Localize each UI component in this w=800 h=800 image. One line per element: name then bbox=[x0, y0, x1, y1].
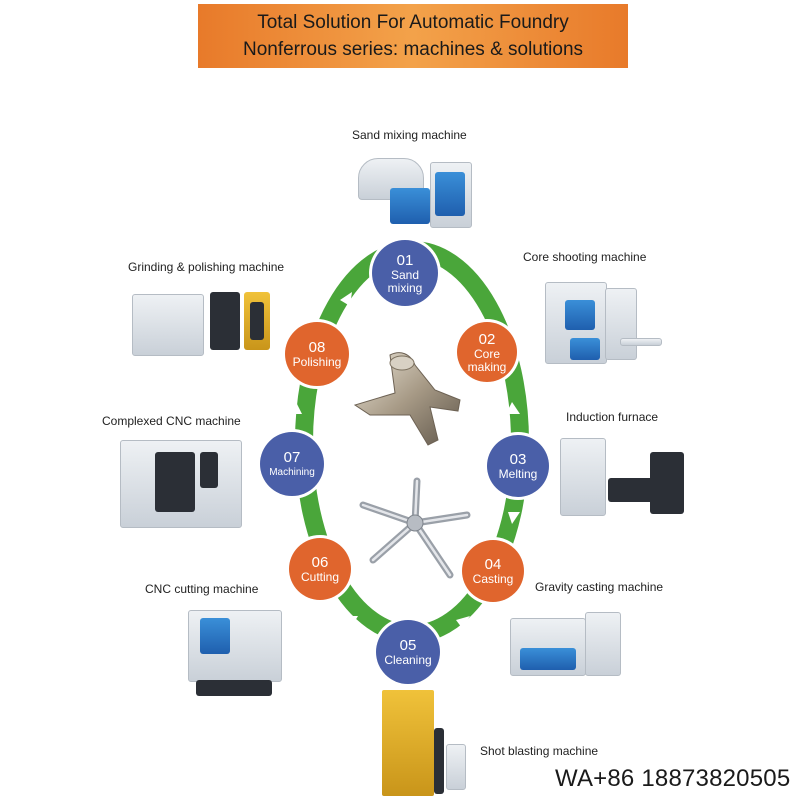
step-number: 07 bbox=[283, 449, 301, 466]
caption-cnc-cutting: CNC cutting machine bbox=[145, 582, 259, 596]
step-number: 06 bbox=[311, 554, 329, 571]
step-label: Casting bbox=[472, 572, 514, 586]
ring-arrows bbox=[290, 292, 520, 628]
caption-grinding: Grinding & polishing machine bbox=[128, 260, 285, 274]
arrow-icon bbox=[456, 616, 470, 628]
step-number: 08 bbox=[308, 339, 326, 356]
step-label: Core making bbox=[467, 346, 507, 374]
step-03-melting: 03 Melting bbox=[487, 435, 549, 497]
contact-number: WA+86 18873820505 bbox=[555, 765, 791, 792]
arrow-icon bbox=[344, 616, 358, 626]
caption-shot-blasting: Shot blasting machine bbox=[480, 744, 599, 758]
step-02-core-making: 02 Core making bbox=[457, 322, 517, 382]
step-label: Cleaning bbox=[384, 653, 432, 667]
arrow-icon bbox=[290, 402, 302, 414]
step-05-cleaning: 05 Cleaning bbox=[376, 620, 440, 684]
caption-complexed-cnc: Complexed CNC machine bbox=[102, 414, 241, 428]
step-06-cutting: 06 Cutting bbox=[289, 538, 351, 600]
step-label: Polishing bbox=[292, 355, 342, 369]
step-label: Machining bbox=[269, 467, 315, 478]
step-number: 05 bbox=[399, 637, 417, 654]
step-number: 02 bbox=[478, 330, 496, 348]
arrow-icon bbox=[340, 292, 352, 306]
title-line-1: Total Solution For Automatic Foundry bbox=[257, 12, 569, 33]
step-number: 01 bbox=[396, 251, 414, 269]
caption-core-shooting: Core shooting machine bbox=[523, 250, 647, 264]
step-number: 03 bbox=[509, 451, 527, 468]
title-banner: Total Solution For Automatic Foundry Non… bbox=[198, 4, 628, 68]
step-04-casting: 04 Casting bbox=[462, 540, 524, 602]
step-label: Melting bbox=[498, 467, 538, 481]
caption-gravity: Gravity casting machine bbox=[535, 580, 664, 594]
step-label: Sand mixing bbox=[387, 267, 423, 295]
star-base-image bbox=[359, 477, 471, 579]
arrow-icon bbox=[508, 512, 520, 524]
step-label: Cutting bbox=[300, 570, 340, 584]
caption-sand-mixing: Sand mixing machine bbox=[352, 128, 467, 142]
step-01-sand-mixing: 01 Sand mixing bbox=[372, 240, 438, 306]
step-08-polishing: 08 Polishing bbox=[285, 322, 349, 386]
arrow-icon bbox=[506, 402, 520, 414]
step-number: 04 bbox=[484, 556, 502, 573]
title-line-2: Nonferrous series: machines & solutions bbox=[242, 39, 584, 60]
arrow-icon bbox=[290, 514, 302, 526]
arrow-icon bbox=[455, 296, 468, 311]
step-07-machining: 07 Machining bbox=[260, 432, 324, 496]
caption-induction: Induction furnace bbox=[566, 410, 659, 424]
cast-part-image bbox=[353, 352, 461, 446]
